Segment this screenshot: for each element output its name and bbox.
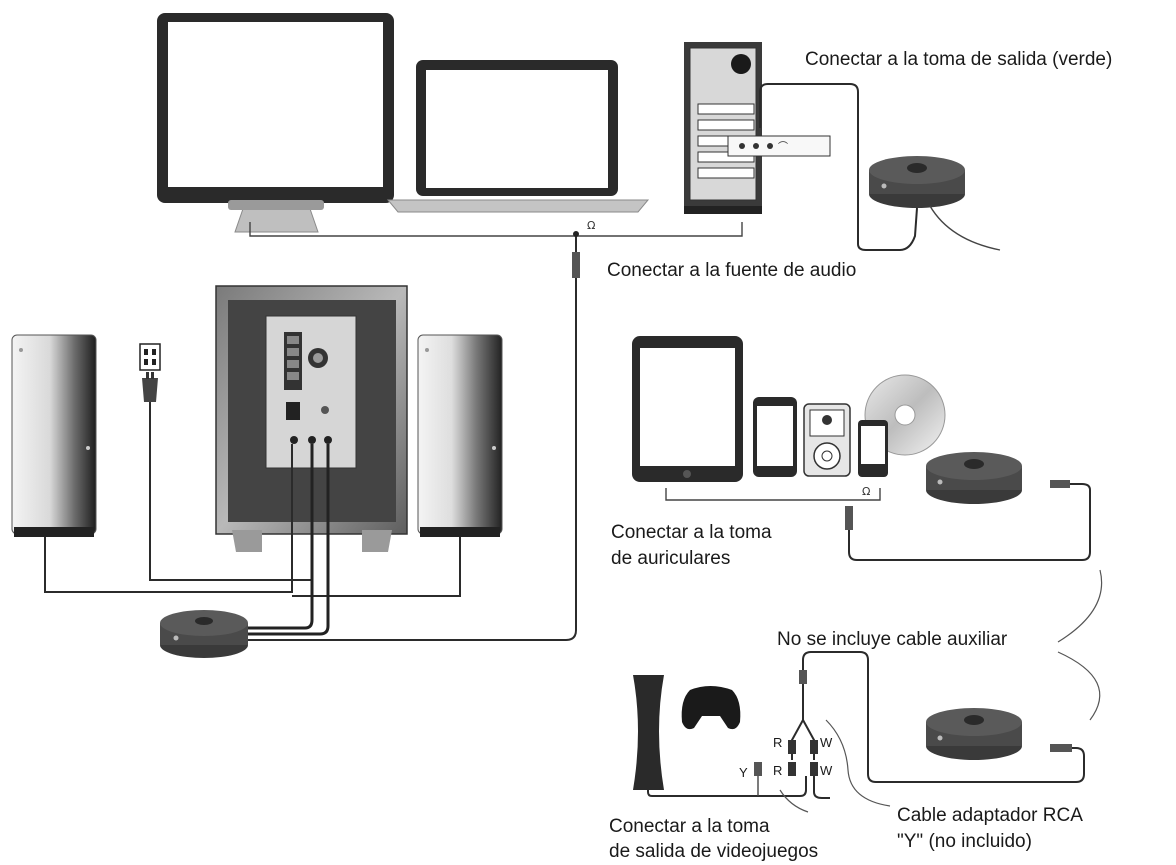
cable-left-speaker [44,444,293,593]
cable-mobile-to-pod [848,483,1091,561]
game-console [633,675,664,790]
volume-control-pod-sub [160,610,248,658]
label-output-jack: Conectar a la toma de salida (verde) [805,49,1113,70]
rca-plug-w-bottom [810,762,818,776]
power-outlet [139,343,161,371]
plug-mark-w-top: W [820,735,833,750]
tablet [632,336,743,482]
rca-plug-r-top [788,740,796,754]
label-headphone-jack-line1: Conectar a la toma [611,522,772,543]
cable-rca-to-pod [802,651,1085,783]
cable-pc-to-pod [759,83,918,251]
cable-console-video [647,776,807,797]
top-devices-bracket [249,222,743,237]
mp3-player [803,403,851,477]
cable-pod-to-sub-2 [245,444,330,636]
volume-control-pod-mid [926,452,1022,504]
cable-right-speaker [292,537,461,597]
label-headphone-jack-line2: de auriculares [611,548,731,569]
cable-power [149,402,312,581]
headphone-icon: Ω [862,485,870,498]
power-plug [142,372,158,402]
cable-audio-source-to-sub [245,236,577,641]
gamepad [681,686,741,730]
svg-text:⌒: ⌒ [778,141,788,153]
label-game-out-line1: Conectar a la toma [609,816,770,837]
arrow-aux-to-game [1057,651,1101,721]
pc-tower: ⌒ [684,42,831,214]
speaker-left [11,334,97,537]
arrow-adapter [825,719,891,807]
label-no-aux-cable: No se incluye cable auxiliar [777,629,1008,650]
label-game-out-line2: de salida de videojuegos [609,841,819,862]
headphone-icon: Ω [587,219,595,232]
rca-plug-r-bottom [788,762,796,776]
speaker-right [417,334,503,537]
arrow-aux-to-mobile [1057,569,1103,643]
audio-plug-pod-mid [1050,480,1070,488]
volume-control-pod-top [869,156,965,208]
cable-console-audio [813,776,830,799]
rca-plug-w-top [810,740,818,754]
label-rca-adapter-line1: Cable adaptador RCA [897,805,1083,826]
cable-pod-to-sub [245,444,314,630]
label-rca-adapter-line2: "Y" (no incluido) [897,831,1032,852]
plug-mark-y: Y [739,765,748,780]
desktop-monitor [157,13,394,233]
smartphone [753,397,797,477]
volume-control-pod-bottom [926,708,1022,760]
rca-plug-y [754,762,762,776]
cable-pod-tail-top [929,205,1001,251]
arrow-game-out [779,789,809,813]
audio-plug-pod-bottom [1050,744,1072,752]
mobile-devices-bracket [665,488,881,501]
laptop [386,60,650,213]
plug-mark-r-bottom: R [773,763,783,778]
label-audio-source: Conectar a la fuente de audio [607,260,857,281]
audio-plug-top [572,252,580,278]
media-player-small [858,420,888,477]
plug-mark-w-bottom: W [820,763,833,778]
audio-plug-mobile [845,506,853,530]
plug-mark-r-top: R [773,735,783,750]
